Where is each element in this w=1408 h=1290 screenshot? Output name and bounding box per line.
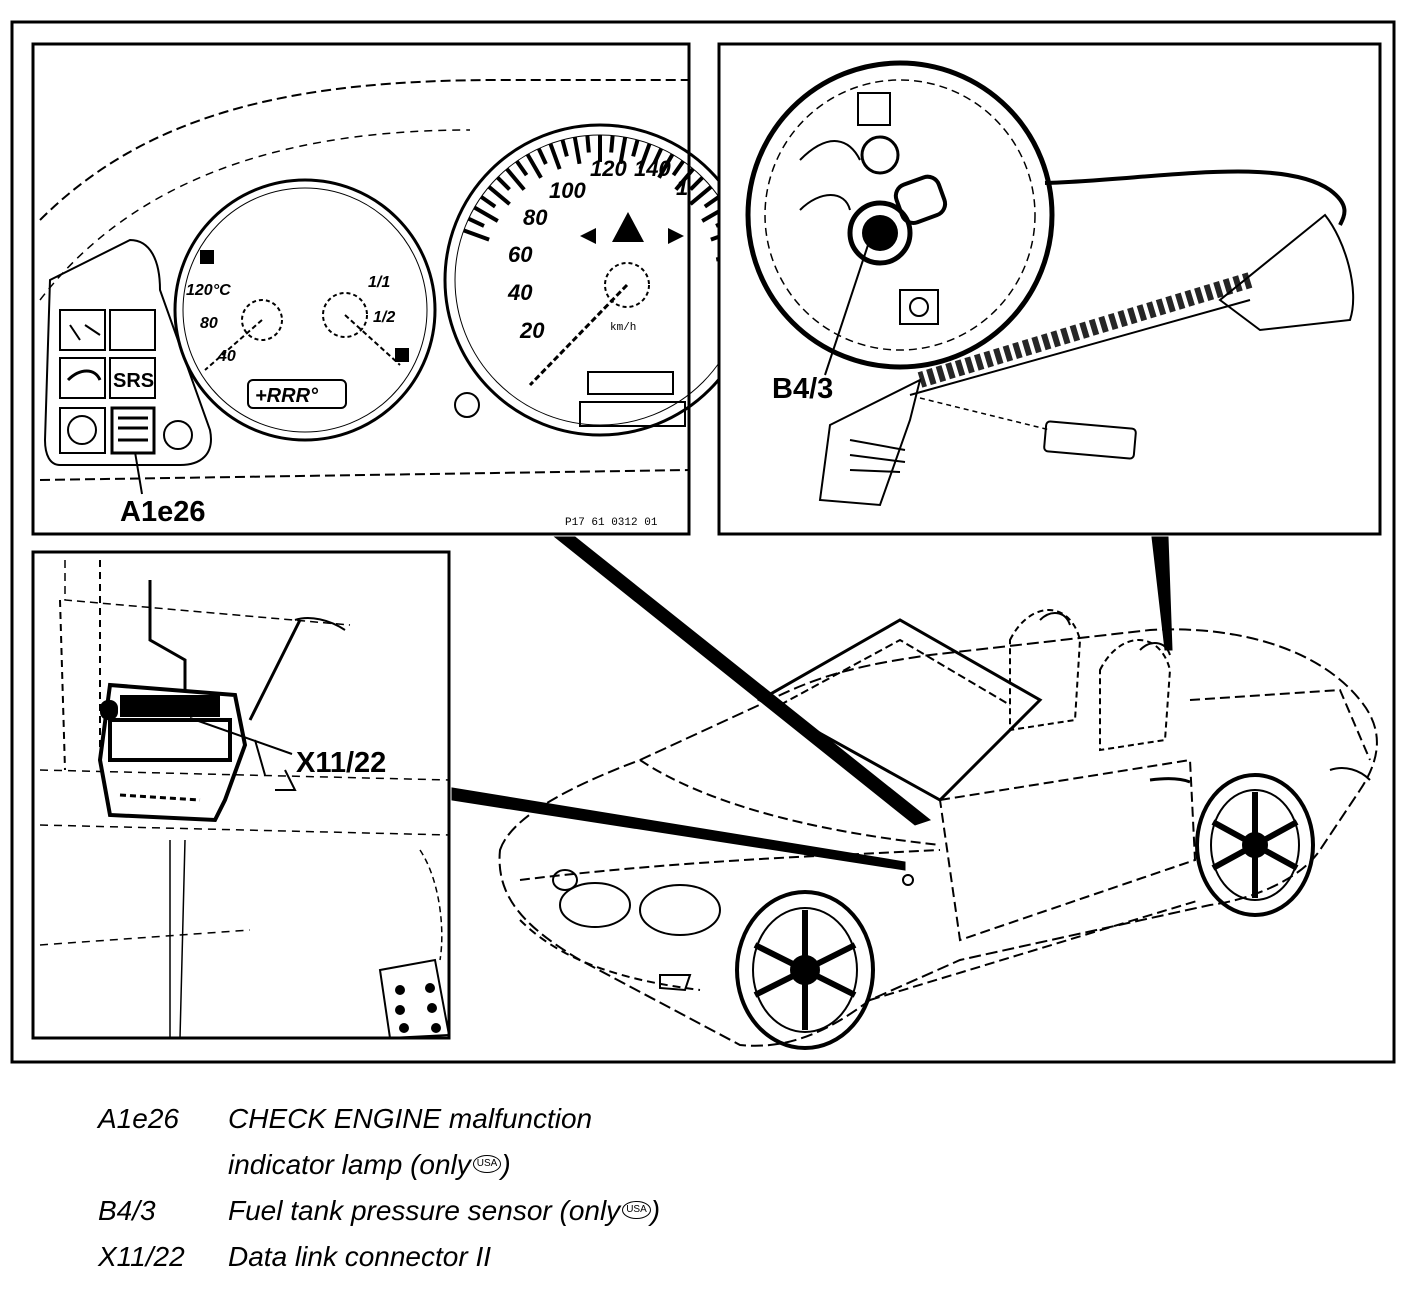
svg-text:120: 120 <box>590 156 627 181</box>
component-legend: A1e26 CHECK ENGINE malfunction indicator… <box>98 1096 998 1280</box>
callout-b4-3: B4/3 <box>772 373 833 405</box>
speedometer-tick <box>689 185 713 206</box>
speedometer-tick <box>467 216 485 228</box>
speedometer-tick <box>609 135 615 153</box>
front-wheel <box>735 890 875 1050</box>
odometer: +RRR° <box>255 385 319 407</box>
srs-lamp-label: SRS <box>113 370 154 392</box>
speedometer-tick <box>473 205 499 223</box>
speedometer-tick <box>703 195 720 209</box>
speedometer-tick <box>515 160 529 177</box>
legend-code: X11/22 <box>98 1241 185 1272</box>
svg-text:20: 20 <box>519 318 545 343</box>
inset-data-link-connector: X11/22 <box>31 550 451 1040</box>
speedometer-tick <box>463 228 490 242</box>
legend-code: A1e26 <box>98 1103 179 1134</box>
speedometer-tick <box>487 185 511 206</box>
svg-text:120°C: 120°C <box>186 282 231 299</box>
svg-text:1: 1 <box>676 175 688 200</box>
usa-badge-icon: USA <box>622 1200 651 1219</box>
check-engine-lamp <box>110 406 156 455</box>
svg-text:km/h: km/h <box>610 322 636 334</box>
speedometer-tick <box>525 153 543 179</box>
inset-fuel-tank-sensor: B4/3 <box>717 42 1382 536</box>
callout-x11-22: X11/22 <box>296 747 386 779</box>
speedometer-tick <box>671 160 685 177</box>
speedometer-tick <box>638 143 652 170</box>
svg-text:80: 80 <box>200 315 218 332</box>
legend-description: Data link connector II <box>228 1241 492 1272</box>
usa-badge-icon: USA <box>472 1154 502 1173</box>
speedometer-tick <box>572 136 582 165</box>
svg-text:1/2: 1/2 <box>373 309 395 326</box>
speedometer-tick <box>585 135 591 153</box>
speedometer-tick <box>689 176 704 191</box>
svg-text:1/1: 1/1 <box>368 274 390 291</box>
outer-frame <box>10 20 1396 1064</box>
speedometer-tick <box>496 176 511 191</box>
speedometer-tick <box>657 153 675 179</box>
speedometer-tick <box>631 139 640 157</box>
speedometer-tick <box>618 136 628 165</box>
speedometer-tick <box>560 139 569 157</box>
svg-text:80: 80 <box>523 205 548 230</box>
speedometer-tick <box>652 147 664 165</box>
speedometer-tick <box>674 167 695 191</box>
rear-wheel <box>1195 773 1315 917</box>
speedometer-tick <box>480 195 497 209</box>
svg-text:100: 100 <box>549 178 586 203</box>
part-number: P17 61 0312 01 <box>565 517 658 529</box>
speedometer-tick <box>536 147 548 165</box>
svg-text:40: 40 <box>217 348 236 365</box>
inset-instrument-cluster: SRS 120°C 80 40 1/1 1/2 +RRR° 20 40 60 8… <box>31 42 757 536</box>
legend-item-a1e26: A1e26 CHECK ENGINE malfunction indicator… <box>98 1096 998 1188</box>
speedometer-tick <box>548 143 562 170</box>
legend-description: CHECK ENGINE malfunction indicator lamp … <box>228 1103 593 1180</box>
speedometer-tick <box>505 167 526 191</box>
legend-item-x11-22: X11/22 Data link connector II <box>98 1234 998 1280</box>
srs-lamp <box>109 357 156 399</box>
svg-text:60: 60 <box>508 242 533 267</box>
svg-text:40: 40 <box>507 280 533 305</box>
legend-code: B4/3 <box>98 1195 156 1226</box>
car-illustration <box>498 609 1378 1050</box>
callout-a1e26: A1e26 <box>120 496 205 528</box>
leader-lines <box>451 536 1173 871</box>
svg-text:140: 140 <box>634 156 671 181</box>
